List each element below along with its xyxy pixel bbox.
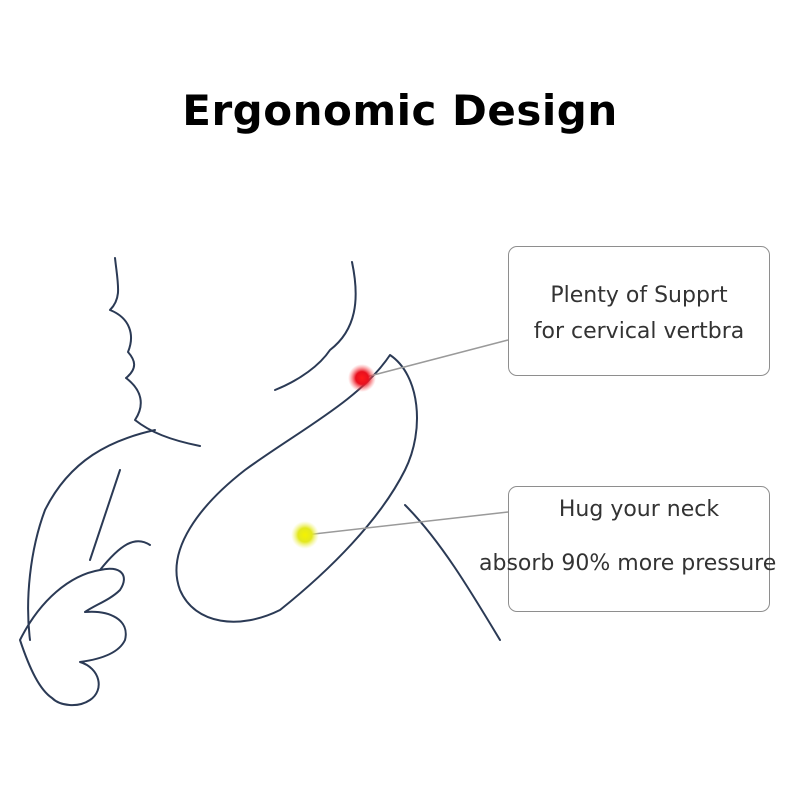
- callout-support-line1: Plenty of Supprt: [550, 283, 728, 308]
- callout-support-box: Plenty of Supprt for cervical vertbra: [508, 246, 770, 376]
- finger-line: [99, 540, 151, 571]
- pillow-outline: [175, 354, 418, 623]
- yellow-hug-dot: [291, 521, 319, 549]
- hand-outline: [19, 567, 127, 706]
- page-title: Ergonomic Design: [182, 86, 618, 135]
- face-outline: [109, 257, 201, 447]
- shoulder-line: [27, 429, 156, 641]
- chest-line: [89, 469, 121, 561]
- callout-hug-box: Hug your neck absorb 90% more pressure: [479, 486, 776, 612]
- leader-line-1: [361, 339, 509, 379]
- leader-line-2: [304, 511, 509, 536]
- callout-support-line2: for cervical vertbra: [533, 319, 745, 344]
- red-support-dot: [348, 364, 376, 392]
- neck-back-line: [404, 504, 501, 641]
- ear-line: [274, 261, 357, 391]
- callout-hug-line2: absorb 90% more pressure: [479, 551, 777, 576]
- callout-hug-line1: Hug your neck: [558, 497, 720, 522]
